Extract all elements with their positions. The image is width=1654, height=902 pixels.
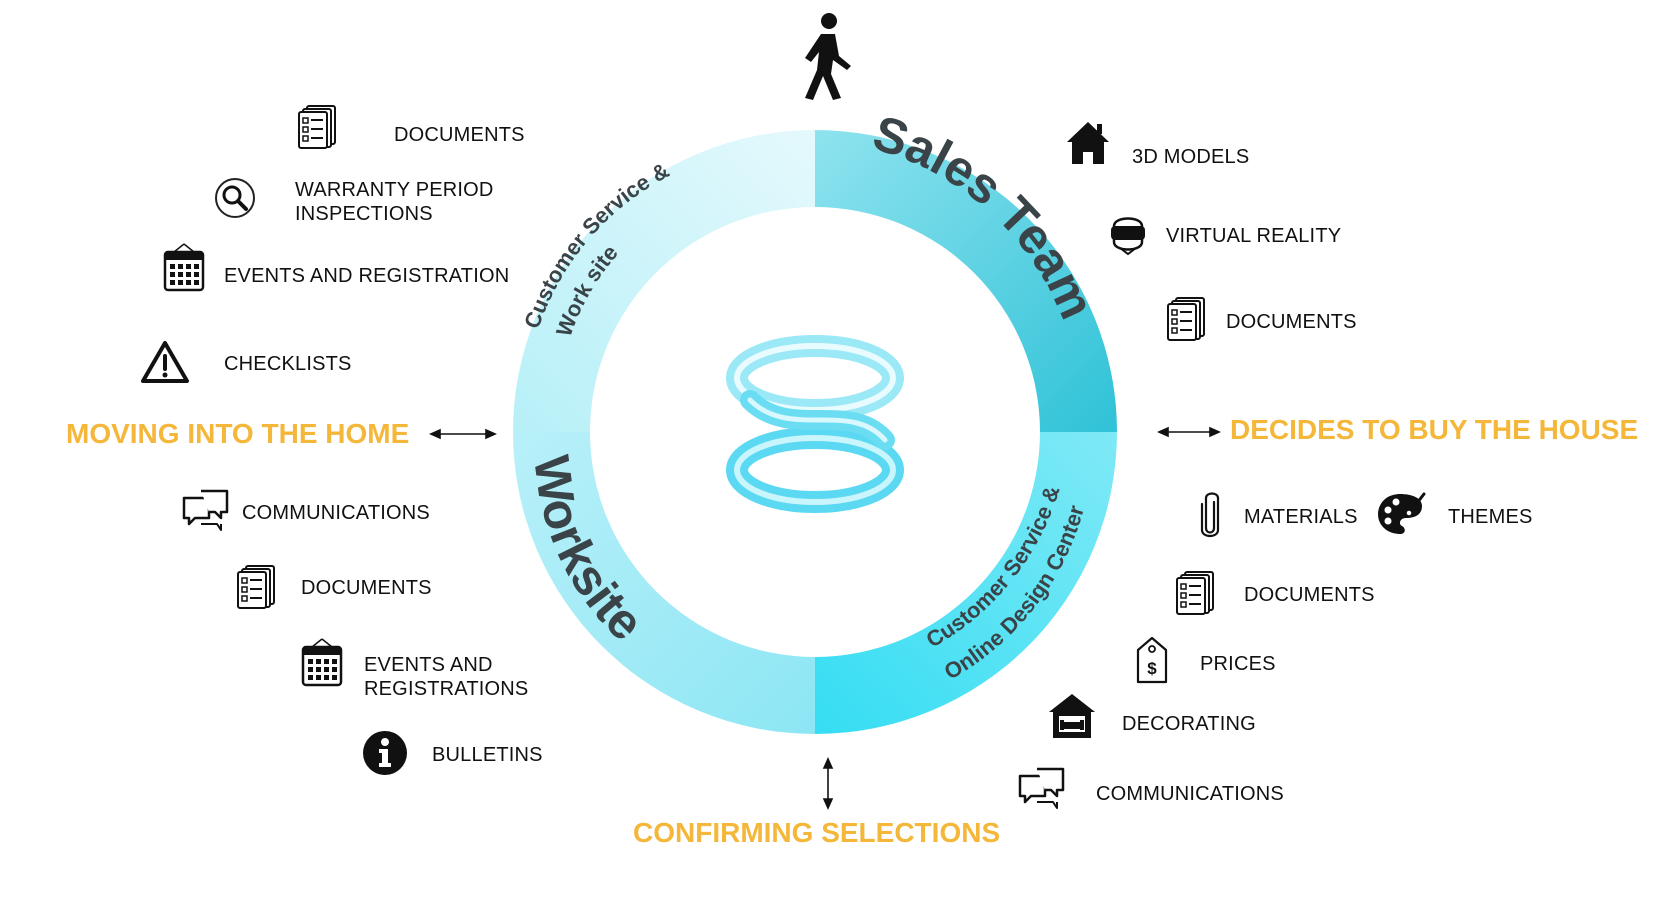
bottom-right-themes: THEMES bbox=[1448, 506, 1533, 528]
top-left-warranty-line1: WARRANTY PERIOD bbox=[295, 179, 494, 201]
document-stack-icon bbox=[237, 565, 275, 609]
paperclip-icon bbox=[1200, 492, 1220, 538]
bottom-right-materials: MATERIALS bbox=[1244, 506, 1358, 528]
warning-triangle-icon bbox=[141, 341, 189, 383]
top-right-3d-models: 3D MODELS bbox=[1132, 146, 1250, 168]
calendar-icon bbox=[301, 638, 343, 687]
home-sofa-icon bbox=[1049, 694, 1095, 738]
bottom-right-communications: COMMUNICATIONS bbox=[1096, 783, 1284, 805]
bottom-right-decorating: DECORATING bbox=[1122, 713, 1256, 735]
bottom-right-documents: DOCUMENTS bbox=[1244, 584, 1375, 606]
document-stack-icon bbox=[298, 105, 336, 149]
bottom-left-bulletins: BULLETINS bbox=[432, 744, 543, 766]
bottom-left-communications: COMMUNICATIONS bbox=[242, 502, 430, 524]
bottom-right-prices: PRICES bbox=[1200, 653, 1276, 675]
ring-segment-online-design bbox=[815, 432, 1117, 734]
palette-icon bbox=[1378, 492, 1426, 534]
walking-person-icon bbox=[805, 13, 851, 100]
ring-segment-customer-service-worksite bbox=[513, 130, 815, 432]
bottom-left-events-line2: REGISTRATIONS bbox=[364, 678, 529, 700]
arrow-buy bbox=[1157, 426, 1221, 438]
stage-label-buy: DECIDES TO BUY THE HOUSE bbox=[1230, 414, 1639, 445]
swirl-logo bbox=[726, 335, 904, 513]
bottom-left-documents: DOCUMENTS bbox=[301, 577, 432, 599]
arrow-moving bbox=[429, 428, 497, 440]
chat-bubbles-icon bbox=[182, 489, 229, 531]
house-icon bbox=[1067, 122, 1109, 164]
chat-bubbles-icon bbox=[1018, 767, 1065, 809]
ring-segment-sales bbox=[815, 130, 1117, 432]
arrow-confirming bbox=[822, 757, 834, 810]
price-tag-icon: $ bbox=[1136, 636, 1168, 684]
top-left-documents: DOCUMENTS bbox=[394, 124, 525, 146]
calendar-icon bbox=[163, 243, 205, 292]
svg-text:$: $ bbox=[1147, 659, 1157, 678]
magnifier-icon bbox=[215, 178, 255, 218]
top-left-warranty-line2: INSPECTIONS bbox=[295, 203, 433, 225]
top-left-checklists: CHECKLISTS bbox=[224, 353, 352, 375]
top-right-virtual-reality: VIRTUAL REALITY bbox=[1166, 225, 1342, 247]
document-stack-icon bbox=[1167, 297, 1205, 341]
top-left-events: EVENTS AND REGISTRATION bbox=[224, 265, 510, 287]
bottom-left-events-line1: EVENTS AND bbox=[364, 654, 493, 676]
vr-headset-icon bbox=[1111, 217, 1145, 256]
info-icon bbox=[363, 731, 407, 775]
ring-segment-worksite bbox=[513, 432, 815, 734]
stage-label-confirming: CONFIRMING SELECTIONS bbox=[633, 817, 1001, 848]
document-stack-icon bbox=[1176, 571, 1214, 615]
stage-label-moving: MOVING INTO THE HOME bbox=[66, 418, 410, 449]
top-right-documents: DOCUMENTS bbox=[1226, 311, 1357, 333]
